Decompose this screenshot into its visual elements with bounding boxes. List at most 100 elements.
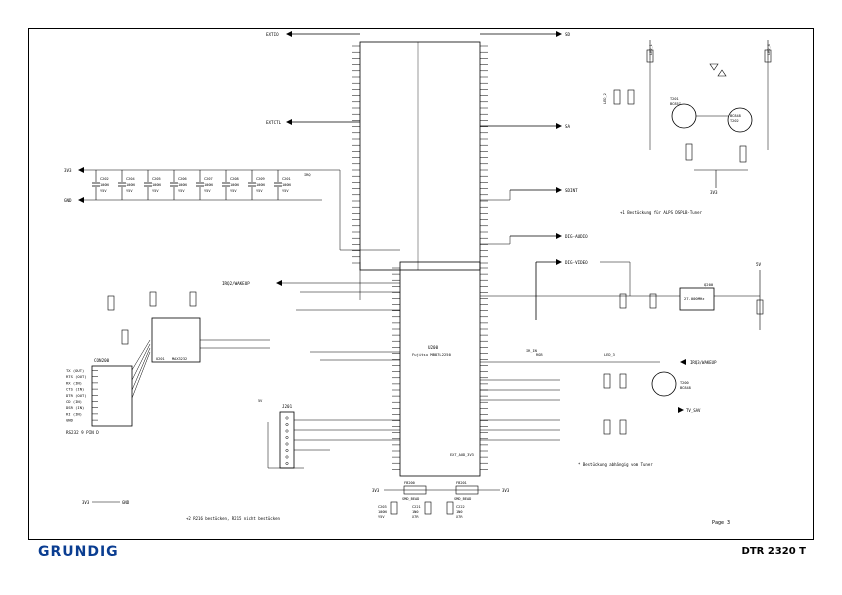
svg-text:FB201: FB201	[456, 481, 467, 485]
svg-text:1N0: 1N0	[456, 510, 463, 514]
cap-value: 100N	[178, 183, 187, 187]
net-tag-sd: SD	[480, 31, 571, 37]
serial-pin-label: GND	[66, 418, 74, 423]
cap-voltage: Y5V	[204, 189, 211, 193]
svg-text:SA: SA	[565, 124, 571, 129]
net-tag-dig-video: DIG-VIDEO	[535, 259, 588, 320]
jtag-pin	[285, 429, 289, 433]
cap-voltage: Y5V	[178, 189, 185, 193]
net-tag-extio: EXTIO	[266, 31, 360, 37]
cap-value: 100N	[282, 183, 291, 187]
svg-text:BC857: BC857	[670, 102, 681, 106]
net-tag-irq2: IRQ2/WAKEUP	[222, 280, 400, 286]
address-data-bus-block	[352, 41, 488, 271]
svg-text:RGB: RGB	[536, 353, 543, 357]
svg-text:T201: T201	[670, 97, 679, 101]
svg-text:+1 Bestückung für ALPS DSPLB-T: +1 Bestückung für ALPS DSPLB-Tuner	[620, 210, 702, 215]
cap-value: 100N	[152, 183, 161, 187]
svg-text:SD: SD	[565, 32, 571, 37]
svg-text:CON200: CON200	[94, 358, 110, 363]
svg-text:T200: T200	[680, 381, 689, 385]
svg-text:X7R: X7R	[456, 515, 463, 519]
serial-pin-label: RTS (OUT)	[66, 374, 87, 379]
cap-value: 100N	[126, 183, 135, 187]
serial-pin-label: TX (OUT)	[66, 368, 84, 373]
jtag-pin	[285, 442, 289, 446]
svg-text:FB200: FB200	[404, 481, 415, 485]
net-tag-extctl: EXTCTL	[266, 119, 360, 125]
svg-text:RS232 9 PIN D: RS232 9 PIN D	[66, 430, 99, 435]
cap-ref: C205	[152, 177, 161, 181]
cap-ref: C206	[178, 177, 187, 181]
svg-text:MAX3232: MAX3232	[172, 357, 187, 361]
svg-text:1N0: 1N0	[412, 510, 419, 514]
decoupling-capacitor: C206 100N Y5V	[170, 170, 187, 200]
svg-text:DIG-VIDEO: DIG-VIDEO	[565, 260, 588, 265]
svg-text:SMD_BEAD: SMD_BEAD	[454, 497, 471, 501]
serial-pin-label: RI (IN)	[66, 411, 82, 416]
serial-pin-label: CTS (IN)	[66, 387, 84, 392]
svg-text:BC848: BC848	[730, 114, 741, 118]
cap-ref: C209	[256, 177, 265, 181]
svg-text:IRQ2/WAKEUP: IRQ2/WAKEUP	[222, 281, 250, 286]
serial-pin-label: RX (IN)	[66, 380, 82, 385]
net-tag-dig-audio: DIG-AUDIO	[510, 233, 588, 239]
main-ic-u200: U200 Fujitsu MB87L2250	[392, 261, 488, 477]
cap-ref: C202	[100, 177, 109, 181]
cap-ref: C207	[204, 177, 213, 181]
svg-text:C203: C203	[378, 505, 387, 509]
svg-text:IRQ: IRQ	[304, 173, 311, 177]
svg-text:U201: U201	[156, 357, 165, 361]
svg-text:SDINT: SDINT	[565, 188, 578, 193]
svg-text:LED_3: LED_3	[604, 353, 615, 357]
decoupling-capacitor: C201 100N Y5V	[274, 170, 291, 200]
svg-text:J201: J201	[282, 404, 293, 409]
cap-voltage: Y5V	[152, 189, 159, 193]
net-tag-sa: SA	[480, 123, 571, 129]
serial-pin-label: DTR (OUT)	[66, 393, 87, 398]
tuner-led-driver: LED_1 LED_4 T201 BC857 BC848 T202 3V3 +1…	[613, 40, 772, 215]
svg-text:3V3: 3V3	[82, 500, 90, 505]
svg-text:DIG-AUDIO: DIG-AUDIO	[565, 234, 588, 239]
svg-text:27.000MHz: 27.000MHz	[684, 296, 705, 301]
jtag-pin	[285, 449, 289, 452]
jtag-pin	[285, 416, 289, 420]
svg-text:3V3: 3V3	[710, 190, 718, 195]
svg-text:EXT_AUD_3V3: EXT_AUD_3V3	[450, 453, 474, 457]
svg-text:EXTCTL: EXTCTL	[266, 120, 282, 125]
svg-text:* Bestückung abhängig vom Tune: * Bestückung abhängig vom Tuner	[578, 462, 653, 467]
serial-pin-label: CD (IN)	[66, 399, 82, 404]
cap-value: 100N	[256, 183, 265, 187]
net-tag-sdint: SDINT	[510, 187, 578, 193]
svg-text:LED_2: LED_2	[603, 93, 607, 104]
decoupling-capacitors: 3V3 GND C202100NY5VC204100NY5VC205100NY5…	[64, 167, 322, 203]
rs232-block: U201 MAX3232 CON200 RS232 9 PIN D TX (OU…	[66, 291, 270, 435]
svg-text:100N: 100N	[378, 510, 387, 514]
svg-text:GND: GND	[122, 500, 130, 505]
svg-text:3V3: 3V3	[64, 168, 72, 173]
signal-wiring: IRQ IR_IN LED_2	[267, 60, 769, 469]
page-number: Page 3	[712, 520, 731, 526]
svg-text:X7R: X7R	[412, 515, 419, 519]
svg-text:EXTIO: EXTIO	[266, 32, 279, 37]
svg-text:3V3: 3V3	[502, 488, 510, 493]
cap-voltage: Y5V	[126, 189, 133, 193]
svg-text:LED_1: LED_1	[649, 44, 653, 55]
cap-voltage: Y5V	[282, 189, 289, 193]
ir-transistor-t200: T200 BC848 IRQ3/WAKEUP TV_SAV RGB LED_3 …	[480, 353, 717, 467]
cap-voltage: Y5V	[230, 189, 237, 193]
svg-text:C222: C222	[456, 505, 465, 509]
jtag-header-j201: J201	[279, 404, 295, 469]
brand-logo: GRUNDIG	[38, 544, 119, 560]
svg-text:BC848: BC848	[680, 386, 691, 390]
svg-text:T202: T202	[730, 119, 739, 123]
svg-text:SMD_BEAD: SMD_BEAD	[402, 497, 419, 501]
cap-ref: C201	[282, 177, 291, 181]
jtag-pin	[285, 436, 289, 439]
